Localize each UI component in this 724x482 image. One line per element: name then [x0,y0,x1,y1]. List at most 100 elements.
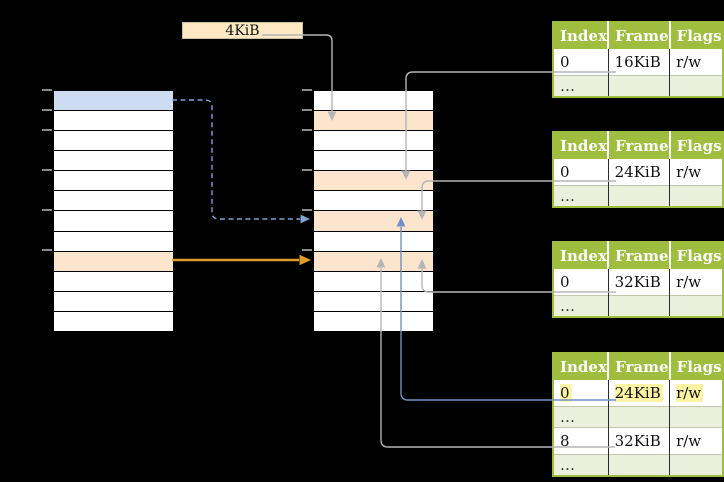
virtual-memory-row-11 [54,291,173,312]
physical-memory-row-2 [314,111,433,132]
page-table-cell: 32KiB [608,269,671,296]
page-table-cell: … [553,406,609,428]
physical-memory-row-3 [314,131,433,152]
highlighted-value: 24KiB [614,384,663,402]
physical-memory-row-7 [314,211,433,232]
physical-memory-row-6 [314,191,433,212]
address-tick [302,209,312,211]
column-header-index: Index [553,22,610,49]
page-table-entry-row: … [553,185,723,207]
page-table-cell [669,295,723,317]
page-table-entry-row: … [553,406,723,428]
address-tick [302,249,312,251]
physical-memory-row-5 [314,171,433,192]
virtual-memory-row-5 [54,171,173,192]
page-table-cell: 24KiB [608,159,671,186]
page-table-cell [669,185,723,207]
address-tick [42,109,52,111]
page-table-cell: … [553,75,609,97]
virtual-memory-row-2 [54,111,173,132]
physical-memory-row-4 [314,151,433,172]
page-table-cell: 0 [553,49,609,76]
virtual-memory-row-12 [54,311,173,331]
page-table-entry-row: … [553,295,723,317]
virtual-memory-row-1 [54,91,173,112]
address-tick [302,89,312,91]
page-table-cell [608,454,671,476]
page-table-entry-row: 0 24KiB r/w [553,380,723,407]
page-table-cell: 0 [553,380,609,407]
page-table-cell: r/w [669,427,723,455]
physical-memory-row-11 [314,291,433,312]
page-table-cell [669,75,723,97]
page-table-cell [608,75,671,97]
page-table-cell: 8 [553,427,609,455]
arrow-virtual-page-to-frame-dashed [172,99,310,224]
address-tick [42,249,52,251]
address-tick [302,169,312,171]
page-table-cell: 0 [553,159,609,186]
page-size-label-box: 4KiB [182,22,303,39]
page-table-cell: r/w [669,269,723,296]
highlighted-value: 0 [560,384,572,402]
arrow-virtual-page-to-frame-orange [172,254,311,266]
virtual-memory-row-7 [54,211,173,232]
column-header-index: Index [553,132,610,159]
address-tick [42,209,52,211]
page-table-entry-row: … [553,454,723,476]
address-tick [42,129,52,131]
page-table-cell [608,295,671,317]
page-table-cell: 32KiB [608,427,671,455]
virtual-memory-row-3 [54,131,173,152]
page-table-cell: r/w [669,159,723,186]
physical-memory-row-8 [314,231,433,252]
page-table-cell [669,406,723,428]
column-header-frame: Frame [608,22,671,49]
page-table-cell: … [553,185,609,207]
virtual-memory-row-8 [54,231,173,252]
page-table-cell: r/w [669,380,723,407]
column-header-index: Index [553,242,610,269]
virtual-memory-row-4 [54,151,173,172]
column-header-frame: Frame [608,242,671,269]
page-table-cell: … [553,454,609,476]
highlighted-value: r/w [676,384,704,402]
physical-memory-column [313,90,434,332]
page-table-cell: … [553,295,609,317]
column-header-flags: Flags [669,22,723,49]
page-size-label: 4KiB [225,22,260,39]
physical-memory-row-9 [314,251,433,272]
virtual-memory-row-6 [54,191,173,212]
column-header-flags: Flags [669,242,723,269]
physical-memory-row-12 [314,311,433,331]
page-table-cell [669,454,723,476]
virtual-memory-row-9 [54,251,173,272]
page-table-cell: 16KiB [608,49,671,76]
address-tick [302,109,312,111]
physical-memory-row-1 [314,91,433,112]
page-table-cell: r/w [669,49,723,76]
page-table-entry-row: … [553,75,723,97]
column-header-frame: Frame [608,132,671,159]
column-header-frame: Frame [608,353,671,380]
virtual-memory-row-10 [54,271,173,292]
column-header-index: Index [553,353,610,380]
address-tick [302,129,312,131]
page-table-cell: 24KiB [608,380,671,407]
address-tick [42,89,52,91]
